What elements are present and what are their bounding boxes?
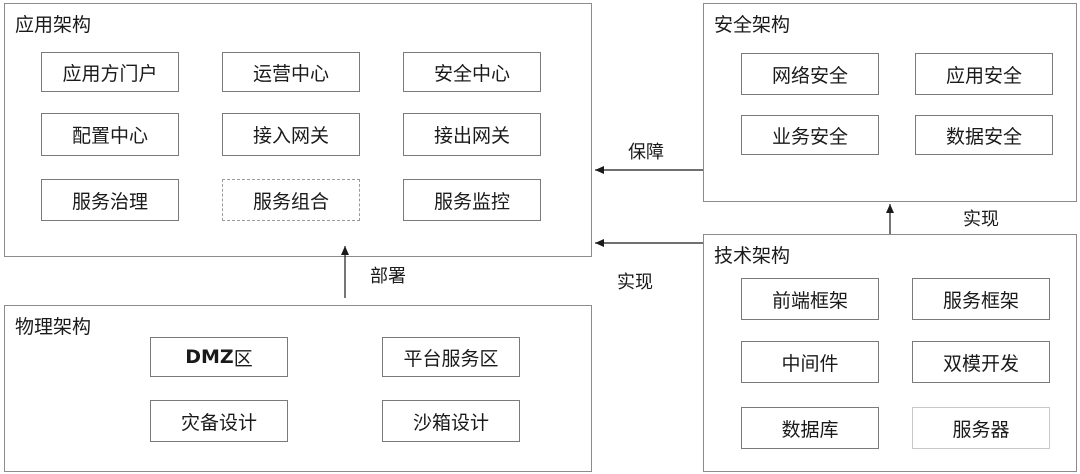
app-arch-item-operations: 运营中心: [222, 52, 360, 92]
app-arch-panel: 应用架构 应用方门户 运营中心 安全中心 配置中心 接入网关 接出网关 服务治理…: [4, 3, 592, 257]
tech-arch-item-bimodal: 双模开发: [912, 341, 1050, 383]
app-arch-item-governance: 服务治理: [41, 179, 179, 221]
app-arch-item-ingress: 接入网关: [222, 113, 360, 156]
app-arch-item-config: 配置中心: [41, 113, 179, 156]
tech-arch-item-frontend: 前端框架: [741, 278, 879, 320]
app-arch-item-security-center: 安全中心: [403, 52, 541, 92]
security-arch-panel: 安全架构 网络安全 应用安全 业务安全 数据安全: [703, 3, 1077, 202]
tech-arch-title: 技术架构: [714, 245, 791, 267]
security-arch-item-network: 网络安全: [741, 53, 879, 95]
security-arch-item-data: 数据安全: [915, 115, 1053, 155]
security-arch-item-business: 业务安全: [741, 115, 879, 155]
dmz-suffix: 区: [233, 347, 253, 370]
physical-arch-title: 物理架构: [15, 316, 92, 338]
tech-arch-item-database: 数据库: [741, 407, 879, 449]
app-arch-item-egress: 接出网关: [403, 113, 541, 156]
tech-arch-item-server: 服务器: [912, 407, 1050, 449]
tech-arch-item-service-framework: 服务框架: [912, 278, 1050, 320]
app-arch-item-monitoring: 服务监控: [403, 179, 541, 221]
security-arch-title: 安全架构: [714, 14, 791, 36]
app-arch-item-portal: 应用方门户: [41, 52, 179, 92]
tech-arch-panel: 技术架构 前端框架 服务框架 中间件 双模开发 数据库 服务器: [703, 234, 1077, 472]
edge-label-deploy: 部署: [370, 266, 406, 287]
tech-arch-item-middleware: 中间件: [741, 341, 879, 383]
edge-label-implement-security: 实现: [963, 209, 999, 230]
physical-arch-item-disaster-recovery: 灾备设计: [150, 400, 288, 442]
edge-label-implement-app: 实现: [617, 272, 653, 293]
app-arch-title: 应用架构: [15, 14, 92, 36]
physical-arch-item-platform-zone: 平台服务区: [382, 337, 520, 377]
physical-arch-item-sandbox: 沙箱设计: [382, 400, 520, 442]
edge-label-guarantee: 保障: [628, 142, 664, 163]
app-arch-item-composition: 服务组合: [222, 179, 360, 221]
dmz-label: DMZ: [185, 346, 234, 368]
security-arch-item-application: 应用安全: [915, 53, 1053, 95]
